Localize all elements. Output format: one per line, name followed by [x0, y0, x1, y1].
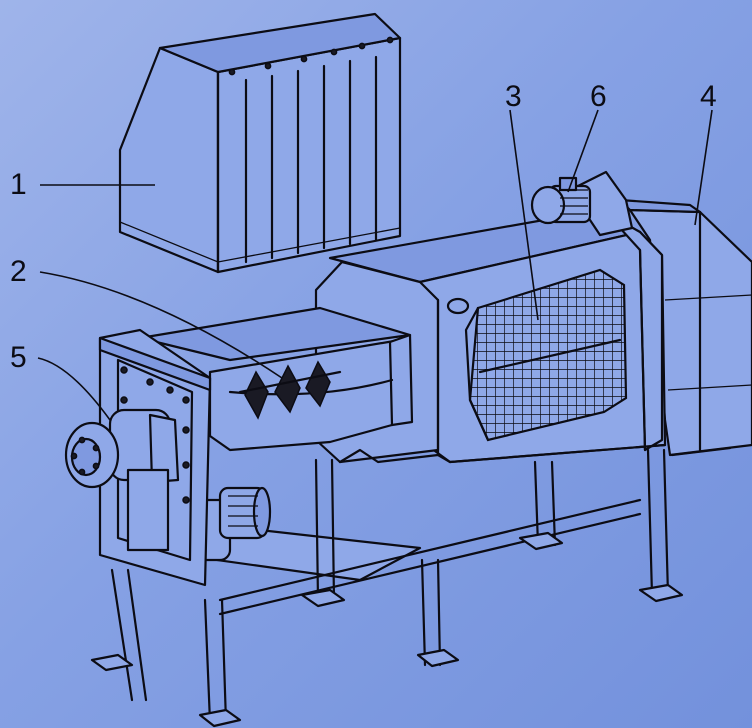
- screw-conveyor: [238, 360, 342, 420]
- hood-ribs: [244, 55, 378, 264]
- hood-bolts: [228, 36, 394, 76]
- leader-lines: [37, 109, 713, 421]
- screw-trough: [138, 306, 414, 452]
- callout-4: 4: [700, 80, 717, 113]
- end-plate-gearbox: [64, 328, 212, 587]
- callout-5: 5: [10, 341, 27, 374]
- callout-3: 3: [505, 80, 522, 113]
- hood-cover: [118, 12, 402, 274]
- callout-6: 6: [590, 80, 607, 113]
- top-motor: [530, 170, 634, 237]
- callout-1: 1: [10, 168, 27, 201]
- callout-2: 2: [10, 255, 27, 288]
